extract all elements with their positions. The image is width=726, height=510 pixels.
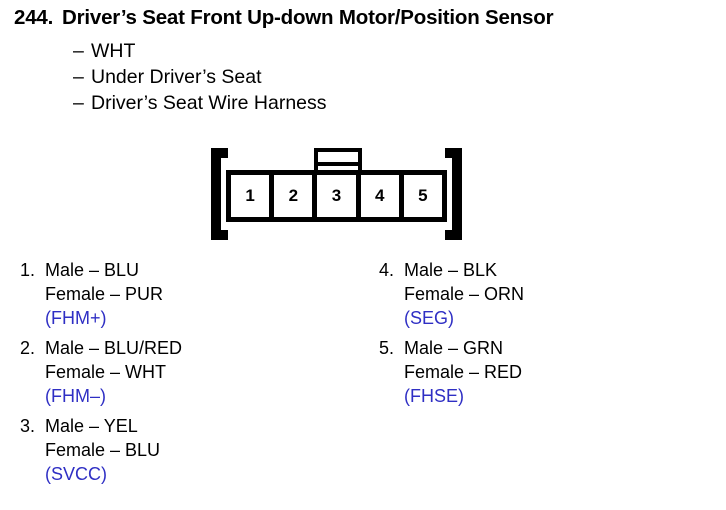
pin-female-wire: Female – WHT [45,362,167,382]
pin-entry-details: Male – BLU/RED Female – WHT (FHM–) [45,336,182,408]
connector-right-flange-bottom-cap [445,230,462,240]
connector-latch-tab [314,148,362,174]
pin-male-wire: Male – BLU/RED [45,338,183,358]
page-title-text: Driver’s Seat Front Up-down Motor/Positi… [62,6,554,29]
list-item-label: WHT [91,40,136,62]
list-item: –Under Driver’s Seat [73,64,327,90]
pin-entry-index: 4. [379,260,395,280]
pin-entry-index: 1. [20,260,36,280]
pin-signal-code: (FHM+) [45,308,107,328]
connector-left-flange [211,148,221,240]
dash-icon: – [73,40,84,62]
pin-entry-3: 3. Male – YEL Female – BLU (SVCC) [20,414,182,486]
connector-left-flange-bottom-cap [211,230,228,240]
connector-pin-5: 5 [418,186,428,205]
pin-female-wire: Female – RED [404,362,523,382]
connector-right-flange [452,148,462,240]
pin-entry-details: Male – BLU Female – PUR (FHM+) [45,258,182,330]
pin-signal-code: (FHM–) [45,386,106,406]
pin-list-left-column: 1. Male – BLU Female – PUR (FHM+) 2. Mal… [20,258,182,492]
pin-female-wire: Female – BLU [45,440,161,460]
pin-entry-4: 4. Male – BLK Female – ORN (SEG) [379,258,524,330]
pin-entry-index: 3. [20,416,36,436]
page-title-number: 244. [14,6,54,29]
pin-female-wire: Female – ORN [404,284,525,304]
pin-entry-details: Male – GRN Female – RED (FHSE) [404,336,524,408]
pin-male-wire: Male – BLU [45,260,140,280]
pin-entry-index: 2. [20,338,36,358]
connector-right-flange-top-cap [445,148,462,158]
dash-icon: – [73,66,84,88]
connector-pin-2: 2 [274,175,318,217]
connector-pin-4: 4 [361,175,404,217]
pin-male-wire: Male – BLK [404,260,498,280]
page-title: 244. Driver’s Seat Front Up-down Motor/P… [14,6,714,30]
pin-entry-details: Male – YEL Female – BLU (SVCC) [45,414,182,486]
pin-male-wire: Male – GRN [404,338,504,358]
pin-list-right-column: 4. Male – BLK Female – ORN (SEG) 5. Male… [379,258,524,414]
list-item-label: Under Driver’s Seat [91,66,262,88]
pin-entry-5: 5. Male – GRN Female – RED (FHSE) [379,336,524,408]
connector-latch-tab-divider [314,162,362,166]
dash-icon: – [73,92,84,114]
connector-left-flange-top-cap [211,148,228,158]
pin-male-wire: Male – YEL [45,416,138,436]
pin-signal-code: (FHSE) [404,386,464,406]
connector-body: 1 2 3 4 5 [226,170,447,222]
list-item: –Driver’s Seat Wire Harness [73,90,327,116]
pin-entry-details: Male – BLK Female – ORN (SEG) [404,258,524,330]
pin-entry-2: 2. Male – BLU/RED Female – WHT (FHM–) [20,336,182,408]
attribute-list: –WHT –Under Driver’s Seat –Driver’s Seat… [73,38,327,116]
list-item: –WHT [73,38,327,64]
pin-entry-1: 1. Male – BLU Female – PUR (FHM+) [20,258,182,330]
list-item-label: Driver’s Seat Wire Harness [91,92,327,114]
connector-pin-3: 3 [317,175,361,217]
connector-diagram: 1 2 3 4 5 [210,148,463,240]
connector-pin-1: 1 [231,175,275,217]
pin-signal-code: (SEG) [404,308,455,328]
pin-signal-code: (SVCC) [45,464,107,484]
pin-entry-index: 5. [379,338,395,358]
pin-female-wire: Female – PUR [45,284,164,304]
